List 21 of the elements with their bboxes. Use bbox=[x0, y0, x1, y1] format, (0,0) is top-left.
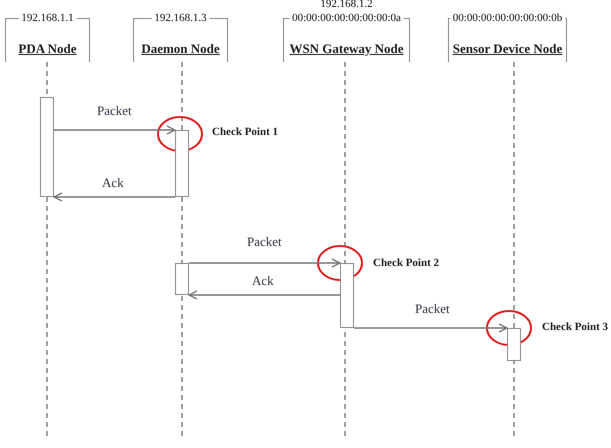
participant-name: Sensor Device Node bbox=[452, 41, 564, 57]
address: 192.168.1.1 bbox=[18, 12, 77, 24]
activation-bar bbox=[40, 97, 54, 197]
checkpoint-label: Check Point 1 bbox=[212, 126, 278, 138]
participant-name: WSN Gateway Node bbox=[288, 41, 405, 57]
address: 00:00:00:00:00:00:00:0b bbox=[450, 12, 566, 24]
message-arrow bbox=[53, 192, 175, 202]
participant-name: Daemon Node bbox=[140, 41, 221, 57]
activation-bar bbox=[340, 263, 354, 328]
message-arrow bbox=[189, 258, 341, 268]
checkpoint-label: Check Point 2 bbox=[373, 257, 439, 269]
message-arrow bbox=[188, 290, 340, 300]
mac-address: 00:00:00:00:00:00:00:0a bbox=[289, 12, 404, 24]
activation-bar bbox=[175, 263, 189, 295]
checkpoint-label: Check Point 3 bbox=[542, 321, 608, 333]
participant-name: PDA Node bbox=[17, 41, 78, 57]
message-arrow bbox=[354, 323, 508, 333]
message-arrow bbox=[54, 125, 176, 135]
activation-bar bbox=[507, 328, 521, 361]
address: 192.168.1.3 bbox=[151, 12, 210, 24]
activation-bar bbox=[175, 130, 189, 197]
